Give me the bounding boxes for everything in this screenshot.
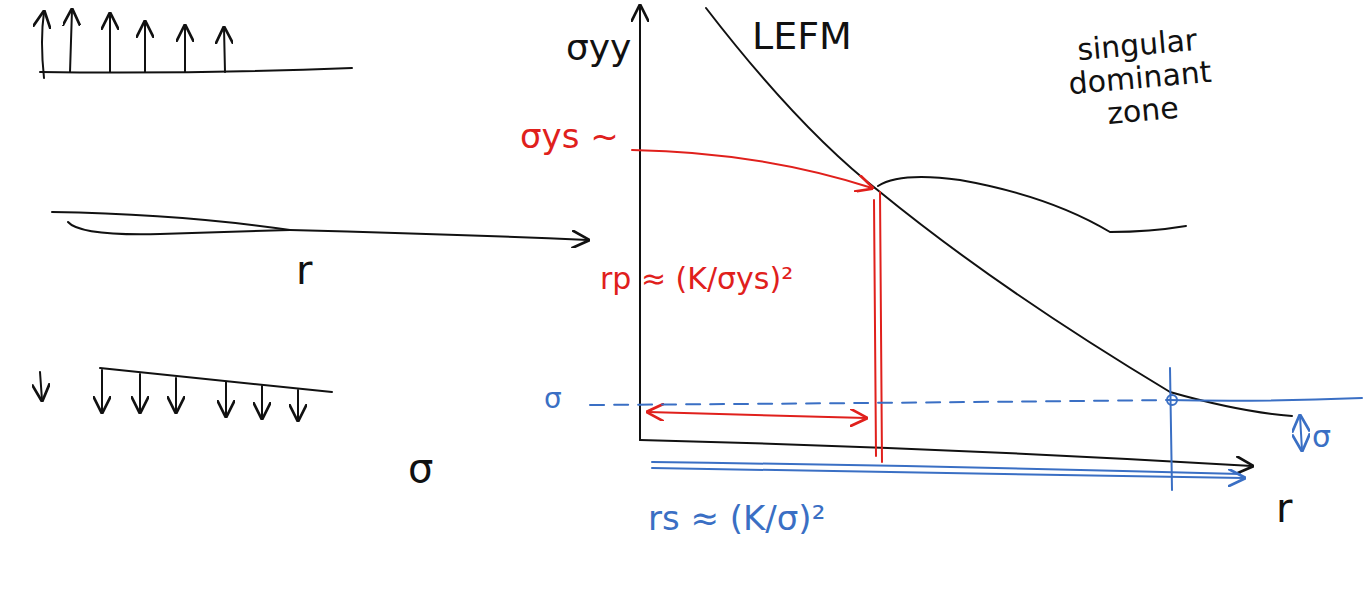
zone-label: singular dominant zone	[1026, 19, 1254, 137]
far-stress-label: σ	[544, 384, 562, 415]
plastic-zone-formula: rp ≈ (K/σys)²	[600, 262, 793, 295]
specimen-sketch	[40, 10, 588, 420]
axis-label: r	[1276, 486, 1292, 530]
method-label: LEFM	[752, 16, 852, 58]
far-stress-label: σ	[1312, 420, 1331, 453]
yield-stress-label: σys ~	[520, 118, 619, 155]
applied-stress-label: σ	[408, 446, 433, 490]
distance-label: r	[296, 248, 312, 292]
far-field-markers	[590, 368, 1362, 490]
singular-zone-formula: rs ≈ (K/σ)²	[648, 500, 825, 537]
stress-plot	[640, 6, 1292, 466]
axis-label: σyy	[566, 28, 631, 68]
yield-markers	[632, 150, 882, 462]
